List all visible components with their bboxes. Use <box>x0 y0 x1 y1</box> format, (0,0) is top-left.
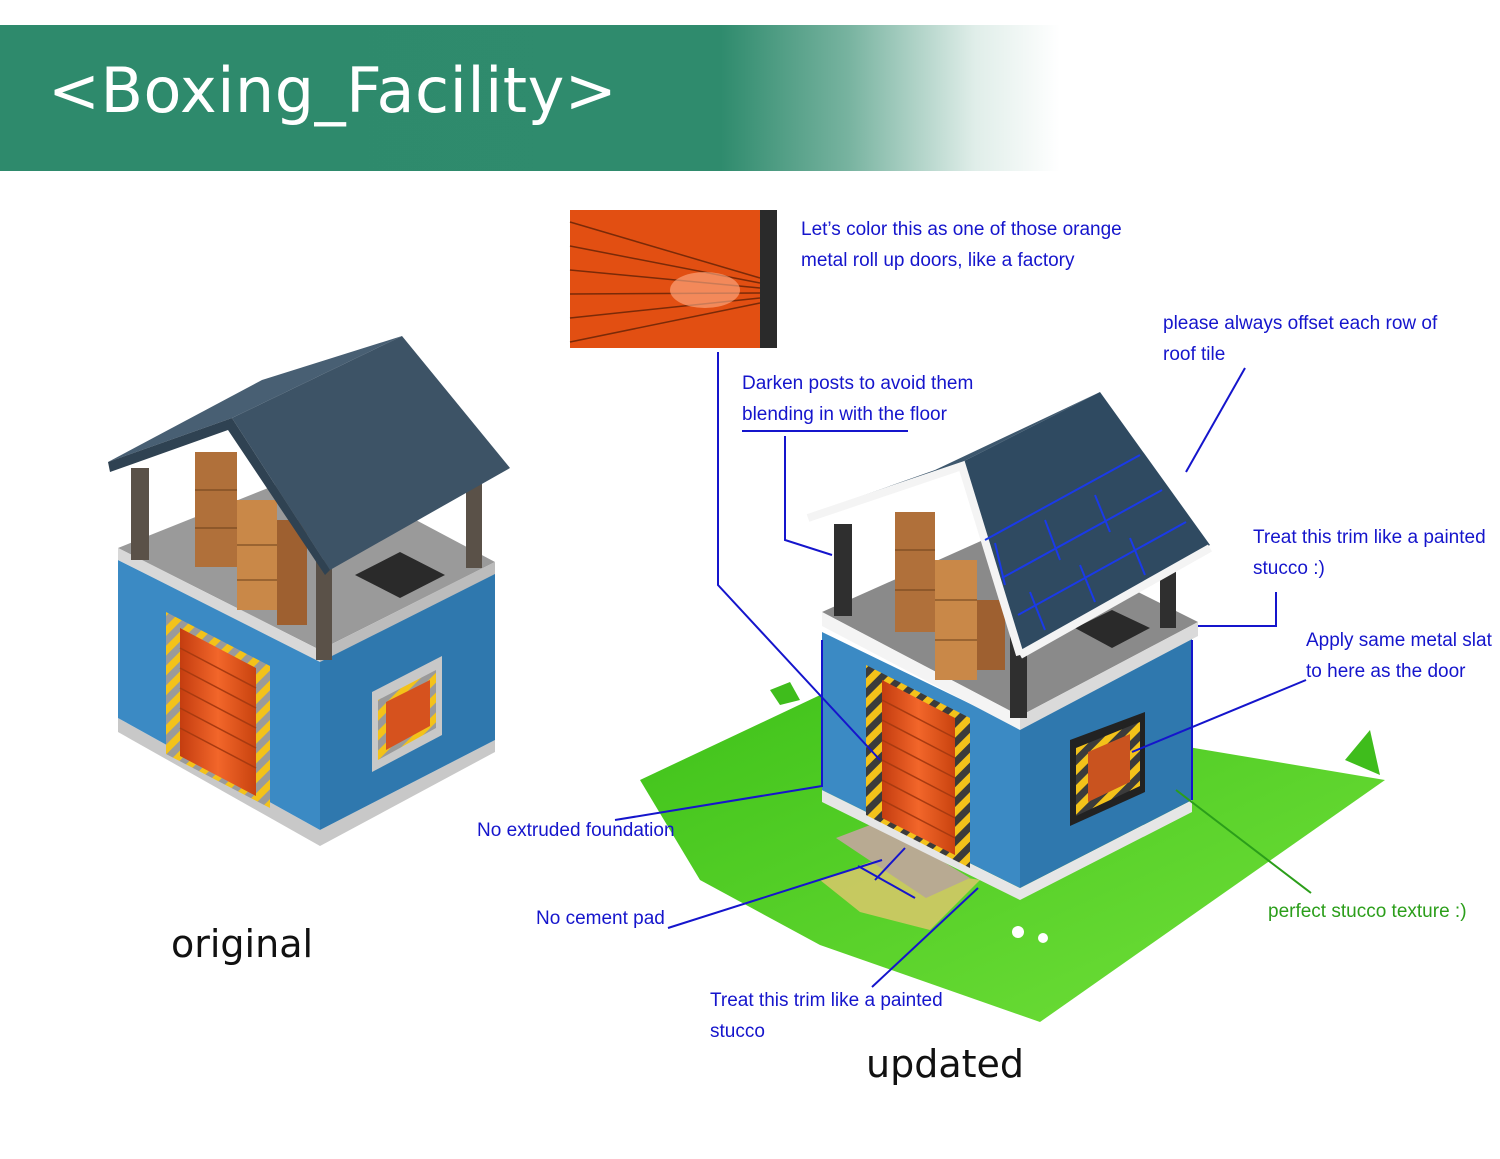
note-metal-slat: Apply same metal slat to here as the doo… <box>1306 630 1492 682</box>
original-roof-left <box>108 336 402 462</box>
note-roof-tile: please always offset each row of roof ti… <box>1163 313 1438 365</box>
note-trim-top: Treat this trim like a painted stucco :) <box>1253 527 1486 579</box>
note-trim-bottom: Treat this trim like a painted stucco <box>710 990 943 1042</box>
original-window-shutter <box>386 680 430 750</box>
original-roof-right <box>232 336 510 570</box>
original-base-trim <box>118 718 495 846</box>
cement-pad <box>836 822 970 898</box>
note-cement-pad: No cement pad <box>536 908 665 929</box>
updated-door <box>882 680 955 855</box>
original-door <box>180 628 256 796</box>
roof-tile-guides <box>984 454 1187 631</box>
original-ledge-side <box>320 562 495 662</box>
original-post <box>316 560 332 660</box>
page-title: <Boxing_Facility> <box>48 54 618 127</box>
flower <box>1038 933 1048 943</box>
note-posts: Darken posts to avoid them blending in w… <box>742 373 974 425</box>
updated-roof-trim <box>806 460 1024 657</box>
original-post <box>131 468 149 560</box>
original-building <box>108 336 510 846</box>
updated-boxes <box>895 512 1005 680</box>
updated-ledge-side <box>1020 622 1198 730</box>
flower <box>1012 926 1024 938</box>
updated-building <box>640 392 1385 1022</box>
caption-updated: updated <box>866 1042 1025 1086</box>
reference-photo <box>569 210 777 348</box>
caption-original: original <box>171 922 314 966</box>
updated-hatch <box>1075 610 1150 648</box>
annotation-leaders <box>614 352 1307 988</box>
updated-base-trim <box>822 790 1192 900</box>
original-hatch <box>355 552 445 598</box>
updated-roof-right <box>962 392 1210 652</box>
original-ledge-front <box>118 548 320 662</box>
note-stucco-texture: perfect stucco texture :) <box>1268 901 1467 922</box>
annotation-leader-positive <box>1175 789 1312 894</box>
updated-ledge-front <box>822 612 1020 730</box>
note-foundation: No extruded foundation <box>477 820 675 841</box>
updated-post <box>834 524 852 616</box>
title-banner <box>0 25 1060 171</box>
updated-window-shutter <box>1088 734 1130 802</box>
original-post <box>466 480 482 568</box>
note-door-color: Let’s color this as one of those orange … <box>801 219 1122 271</box>
